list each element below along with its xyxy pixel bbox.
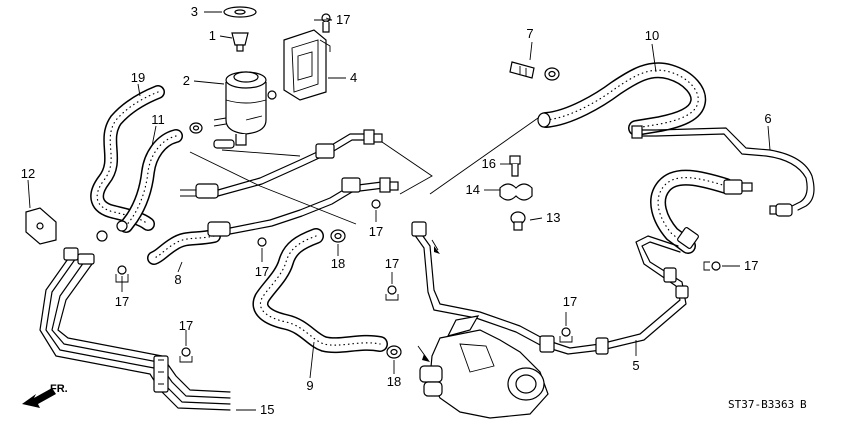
callout-18-upper: 18 (331, 256, 345, 271)
guide-line-c (381, 141, 433, 195)
hose-8-fitting (180, 183, 231, 237)
pipe-5-fittings (411, 221, 689, 355)
guide-line-a (189, 151, 357, 225)
hose-9 (252, 228, 388, 354)
drawing-code-suffix: B (800, 398, 807, 411)
bracket-12 (25, 207, 57, 245)
pipe-6-line-b (637, 133, 808, 207)
callout-17-mid: 17 (369, 224, 383, 239)
clamp-14 (499, 183, 533, 201)
hose-10 (538, 62, 707, 136)
callout-4: 4 (350, 70, 357, 85)
hose-10-end (537, 112, 551, 128)
callout-13: 13 (546, 210, 560, 225)
callout-6: 6 (764, 111, 771, 126)
clamp-18-lower (386, 345, 402, 359)
hose-10-clamp (544, 67, 560, 81)
line-center-lower-b (229, 187, 385, 235)
hose-6 (650, 169, 734, 254)
callout-17-lower-right: 17 (563, 294, 577, 309)
power-steering-pump (419, 315, 549, 419)
guide-line-d (429, 117, 539, 195)
callout-9: 9 (306, 378, 313, 393)
callout-18-lower: 18 (387, 374, 401, 389)
callout-17-center: 17 (255, 264, 269, 279)
callout-17-right: 17 (744, 258, 758, 273)
pipe-15-top-fittings (63, 230, 108, 265)
callout-16: 16 (482, 156, 496, 171)
callout-17-lower-left: 17 (179, 318, 193, 333)
callout-3: 3 (191, 4, 198, 19)
hose-clamp-left (189, 122, 203, 134)
callout-14: 14 (466, 182, 480, 197)
callout-17-pump: 17 (385, 256, 399, 271)
callout-2: 2 (183, 73, 190, 88)
pipe-6-end-fitting (769, 203, 793, 217)
reservoir-grommet (231, 32, 249, 52)
line-arrow-line (431, 239, 439, 251)
pipe-5-a (419, 231, 681, 349)
callout-19: 19 (131, 70, 145, 85)
grommet-13 (510, 211, 526, 231)
line-center-upper-b (217, 139, 371, 197)
bolt-16 (509, 155, 521, 177)
line-arrow-head (434, 246, 440, 254)
clamp-18-upper (330, 229, 346, 243)
fitting-7 (509, 61, 535, 79)
reservoir-cap-washer (223, 6, 257, 18)
pipe-15-clamp (153, 355, 169, 393)
hose-11-end (116, 220, 128, 232)
pipe-6-line-a (637, 127, 815, 211)
pipe-15 (39, 255, 231, 411)
hose-6-fittings (677, 179, 753, 249)
callout-17-left: 17 (115, 294, 129, 309)
front-direction-label: FR. (50, 383, 68, 395)
hose-11 (119, 129, 183, 233)
guide-line-b (221, 149, 301, 157)
pump-arrow-head (422, 354, 430, 362)
callout-10: 10 (645, 28, 659, 43)
callout-11: 11 (151, 112, 165, 127)
callout-1: 1 (209, 28, 216, 43)
pipe-5-b (413, 233, 687, 355)
callout-15: 15 (260, 402, 274, 417)
callout-5: 5 (632, 358, 639, 373)
callout-8: 8 (174, 272, 181, 287)
callout-7: 7 (526, 26, 533, 41)
bracket-bolt (321, 13, 331, 33)
hose-8 (147, 229, 221, 265)
front-direction-arrow: FR. (22, 383, 68, 408)
callout-12: 12 (21, 166, 35, 181)
reservoir-tank (213, 71, 277, 149)
leader-lines (27, 11, 771, 411)
pipe-6-nut (631, 125, 643, 139)
center-line-clips (315, 129, 399, 193)
drawing-code: ST37-B3363 (728, 398, 794, 411)
callout-17-top: 17 (336, 12, 350, 27)
line-center-upper-a (217, 133, 369, 191)
reservoir-bracket (283, 29, 331, 101)
